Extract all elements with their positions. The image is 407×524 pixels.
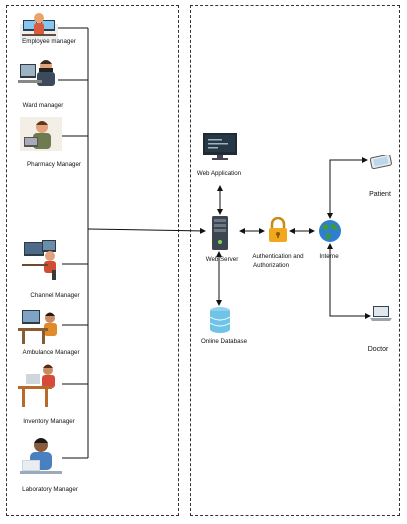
left-panel (6, 5, 179, 516)
globe-icon (319, 220, 341, 242)
doctor-laptop-icon (370, 306, 392, 321)
role-label-laboratory-manager: Laboratory Manager (22, 486, 78, 493)
pharmacy-manager-icon (20, 117, 62, 151)
right-panel (190, 5, 400, 516)
doctor-label: Doctor (367, 346, 389, 353)
employee-manager-icon (20, 13, 58, 40)
web-server-icon (212, 216, 228, 250)
role-label-inventory-manager: Inventory Manager (23, 418, 75, 425)
laboratory-manager-icon (20, 438, 62, 474)
web-application-label: Web Application (196, 170, 242, 177)
inventory-manager-icon (18, 364, 55, 407)
auth-label-line1: Authentication and (252, 253, 304, 260)
role-label-channel-manager: Channel Manager (30, 292, 80, 299)
web-application-icon (203, 133, 237, 160)
web-server-label: Web Server (205, 256, 239, 263)
patient-phone-icon (370, 155, 392, 169)
role-label-ambulance-manager: Ambulance Manager (22, 349, 80, 356)
patient-label: Patient (369, 191, 391, 198)
ward-manager-icon (18, 60, 55, 86)
role-label-pharmacy-manager: Pharmacy Manager (27, 161, 81, 168)
role-label-employee-manager: Employee manager (22, 38, 76, 45)
ambulance-manager-icon (18, 310, 57, 344)
auth-label-line2: Authorization (252, 262, 290, 269)
database-icon (209, 307, 231, 333)
lock-icon (269, 217, 287, 242)
channel-manager-icon (22, 240, 56, 280)
internet-label: Interne (319, 253, 339, 260)
role-label-ward-manager: Ward manager (22, 102, 64, 109)
online-database-label: Online Database (200, 338, 248, 345)
